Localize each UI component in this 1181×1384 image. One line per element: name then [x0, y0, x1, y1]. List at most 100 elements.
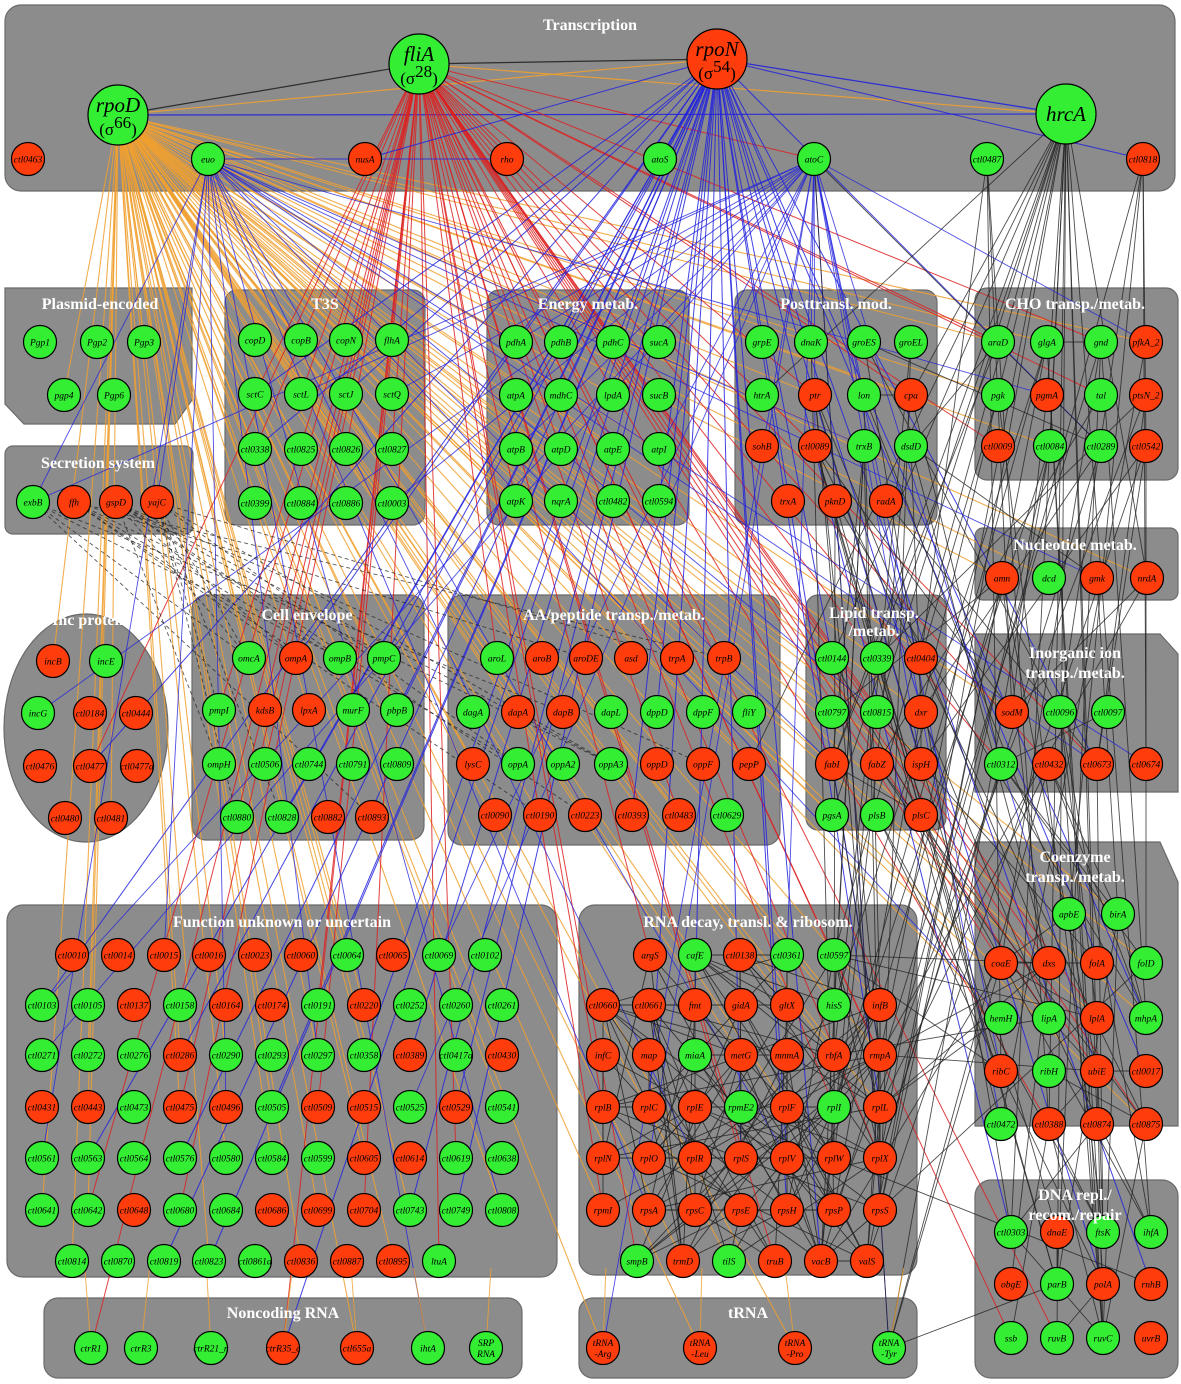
- gene-node-rpmi[interactable]: rpmI: [585, 1192, 621, 1228]
- gene-node-trub[interactable]: truB: [757, 1243, 793, 1279]
- gene-node-ctl0289[interactable]: ctl0289: [1083, 428, 1119, 464]
- gene-node-ctl0684[interactable]: ctl0684: [208, 1192, 244, 1228]
- gene-node-ctl0174[interactable]: ctl0174: [254, 987, 290, 1023]
- gene-node-ihfa[interactable]: ihfA: [1133, 1214, 1169, 1250]
- gene-node-ctl0105[interactable]: ctl0105: [70, 987, 106, 1023]
- gene-node-ctl0823[interactable]: ctl0823: [191, 1243, 227, 1279]
- gene-node-oppa3[interactable]: oppA3: [593, 746, 629, 782]
- gene-node-ctl0576[interactable]: ctl0576: [162, 1140, 198, 1176]
- gene-node-ptr[interactable]: ptr: [797, 377, 833, 413]
- gene-node-ctl0641[interactable]: ctl0641: [24, 1192, 60, 1228]
- gene-node-ctl0481[interactable]: ctl0481: [93, 800, 129, 836]
- gene-node-ctl0542[interactable]: ctl0542: [1128, 428, 1164, 464]
- gene-node-ctl0090[interactable]: ctl0090: [477, 797, 513, 833]
- gene-node-pola[interactable]: polA: [1085, 1266, 1121, 1302]
- gene-node-fola[interactable]: folA: [1079, 945, 1115, 981]
- gene-node-ctl0404[interactable]: ctl0404: [903, 640, 939, 676]
- gene-node-tal[interactable]: tal: [1083, 377, 1119, 413]
- gene-node-atpb[interactable]: atpB: [498, 431, 534, 467]
- gene-node-gltx[interactable]: gltX: [769, 987, 805, 1023]
- gene-node-ctl0819[interactable]: ctl0819: [146, 1243, 182, 1279]
- gene-node-trna-tyr[interactable]: tRNA-Tyr: [871, 1330, 907, 1366]
- gene-node-dapb[interactable]: dapB: [545, 694, 581, 730]
- gene-node-lpda[interactable]: lpdA: [595, 377, 631, 413]
- gene-node-ctl0476[interactable]: ctl0476: [22, 748, 58, 784]
- gene-node-sctq[interactable]: sctQ: [374, 376, 410, 412]
- gene-node-ctl0463[interactable]: ctl0463: [10, 141, 46, 177]
- gene-node-ctl0271[interactable]: ctl0271: [24, 1037, 60, 1073]
- gene-node-atoc[interactable]: atoC: [796, 141, 832, 177]
- gene-node-mnma[interactable]: mnmA: [769, 1037, 805, 1073]
- gene-node-ctl0661[interactable]: ctl0661: [631, 987, 667, 1023]
- gene-node-ctl0505[interactable]: ctl0505: [254, 1089, 290, 1125]
- gene-node-sucb[interactable]: sucB: [641, 377, 677, 413]
- gene-node-gnd[interactable]: gnd: [1083, 324, 1119, 360]
- gene-node-ctl0506[interactable]: ctl0506: [247, 746, 283, 782]
- gene-node-ctl0515[interactable]: ctl0515: [346, 1089, 382, 1125]
- gene-node-copd[interactable]: copD: [237, 322, 273, 358]
- gene-node-ctl0388[interactable]: ctl0388: [1031, 1106, 1067, 1142]
- gene-node-incg[interactable]: incG: [20, 695, 56, 731]
- gene-node-ince[interactable]: incE: [88, 643, 124, 679]
- gene-node-atos[interactable]: atoS: [642, 141, 678, 177]
- gene-node-ctl0884[interactable]: ctl0884: [283, 485, 319, 521]
- gene-node-fabi[interactable]: fabI: [814, 746, 850, 782]
- gene-node-ctl0096[interactable]: ctl0096: [1042, 694, 1078, 730]
- gene-node-nrda[interactable]: nrdA: [1129, 560, 1165, 596]
- hub-node-hrca[interactable]: hrcA: [1035, 83, 1097, 145]
- gene-node-mhpa[interactable]: mhpA: [1128, 1000, 1164, 1036]
- gene-node-atpi[interactable]: atpI: [641, 431, 677, 467]
- gene-node-ctl0496[interactable]: ctl0496: [208, 1089, 244, 1125]
- gene-node-ctl0836[interactable]: ctl0836: [283, 1243, 319, 1279]
- gene-node-rplc[interactable]: rplC: [631, 1089, 667, 1125]
- gene-node-ctl0638[interactable]: ctl0638: [484, 1140, 520, 1176]
- gene-node-ctl0003[interactable]: ctl0003: [374, 485, 410, 521]
- gene-node-trpb[interactable]: trpB: [706, 640, 742, 676]
- gene-node-ctl655a[interactable]: ctl655a: [339, 1330, 375, 1366]
- gene-node-ctl0673[interactable]: ctl0673: [1079, 746, 1115, 782]
- gene-node-ubie[interactable]: ubiE: [1079, 1053, 1115, 1089]
- gene-node-metg[interactable]: metG: [723, 1037, 759, 1073]
- gene-node-ctl0541[interactable]: ctl0541: [484, 1089, 520, 1125]
- gene-node-sctc[interactable]: sctC: [237, 376, 273, 412]
- gene-node-asd[interactable]: asd: [613, 640, 649, 676]
- gene-node-dppf[interactable]: dppF: [685, 694, 721, 730]
- gene-node-rplw[interactable]: rplW: [816, 1140, 852, 1176]
- gene-node-fabz[interactable]: fabZ: [859, 746, 895, 782]
- gene-node-miaa[interactable]: miaA: [677, 1037, 713, 1073]
- gene-node-ctl0312[interactable]: ctl0312: [983, 746, 1019, 782]
- gene-node-rpls[interactable]: rplS: [723, 1140, 759, 1176]
- gene-node-infb[interactable]: infB: [862, 987, 898, 1023]
- gene-node-rplb[interactable]: rplB: [585, 1089, 621, 1125]
- gene-node-fmt[interactable]: fmt: [677, 987, 713, 1023]
- gene-node-rpsh[interactable]: rpsH: [769, 1192, 805, 1228]
- gene-node-ctl0472[interactable]: ctl0472: [983, 1106, 1019, 1142]
- gene-node-pgp2[interactable]: Pgp2: [79, 324, 115, 360]
- gene-node-gspd[interactable]: gspD: [98, 484, 134, 520]
- gene-node-ctl0674[interactable]: ctl0674: [1128, 746, 1164, 782]
- gene-node-trxb[interactable]: trxB: [846, 428, 882, 464]
- gene-node-pknd[interactable]: pknD: [817, 483, 853, 519]
- gene-node-lipa[interactable]: lipA: [1031, 1000, 1067, 1036]
- gene-node-trna-arg[interactable]: tRNA-Arg: [585, 1330, 621, 1366]
- gene-node-ruvb[interactable]: ruvB: [1039, 1320, 1075, 1356]
- gene-node-cafe[interactable]: cafE: [677, 937, 713, 973]
- gene-node-ctl0594[interactable]: ctl0594: [641, 483, 677, 519]
- gene-node-ctl0102[interactable]: ctl0102: [467, 937, 503, 973]
- gene-node-ihta[interactable]: ihtA: [410, 1330, 446, 1366]
- gene-node-smpb[interactable]: smpB: [619, 1243, 655, 1279]
- gene-node-ctl0014[interactable]: ctl0014: [100, 937, 136, 973]
- gene-node-ctl0016[interactable]: ctl0016: [191, 937, 227, 973]
- gene-node-pgk[interactable]: pgk: [980, 377, 1016, 413]
- gene-node-ctl0184[interactable]: ctl0184: [72, 695, 108, 731]
- gene-node-nusa[interactable]: nusA: [347, 141, 383, 177]
- gene-node-ctl0686[interactable]: ctl0686: [254, 1192, 290, 1228]
- gene-node-euo[interactable]: euo: [190, 141, 226, 177]
- gene-node-ctl0158[interactable]: ctl0158: [162, 987, 198, 1023]
- gene-node-gmk[interactable]: gmk: [1079, 560, 1115, 596]
- gene-node-rpln[interactable]: rplN: [585, 1140, 621, 1176]
- gene-node-rho[interactable]: rho: [489, 141, 525, 177]
- gene-node-ctrr21-n[interactable]: ctrR21_n: [193, 1330, 229, 1366]
- gene-node-omca[interactable]: omcA: [231, 640, 267, 676]
- gene-node-parb[interactable]: parB: [1039, 1266, 1075, 1302]
